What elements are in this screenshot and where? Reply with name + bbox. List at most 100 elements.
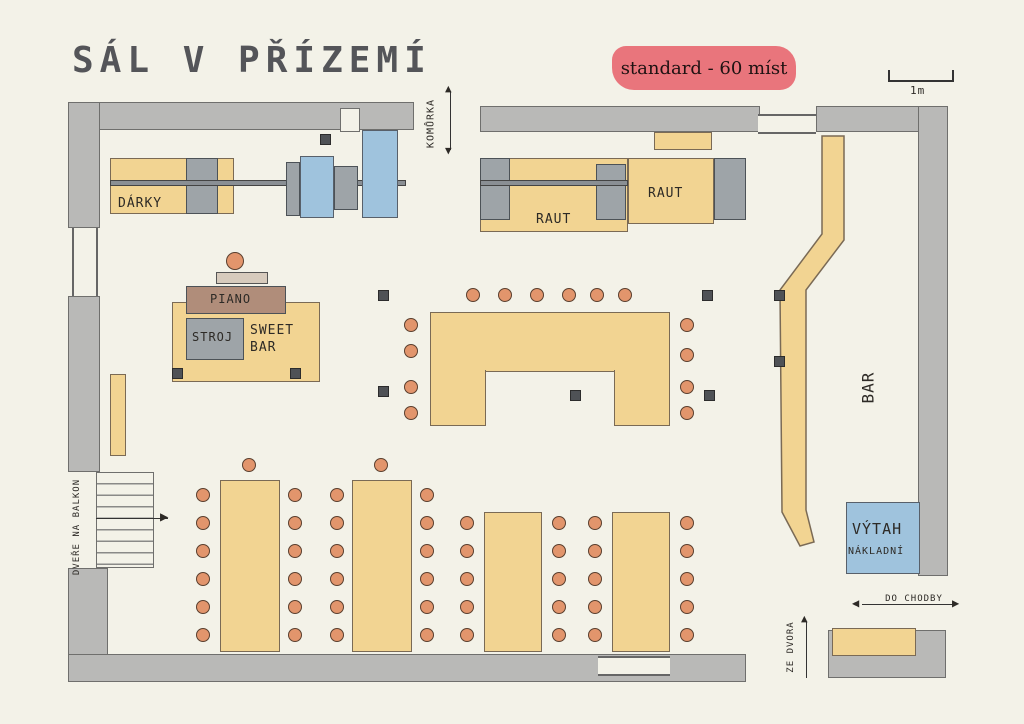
chair	[374, 458, 388, 472]
wall-notch	[340, 108, 360, 132]
chair	[680, 544, 694, 558]
chair	[680, 600, 694, 614]
chair	[330, 628, 344, 642]
chair	[420, 544, 434, 558]
chair	[618, 288, 632, 302]
head-table-left-wing	[430, 370, 486, 426]
chair	[590, 288, 604, 302]
label-vytah: VÝTAH	[852, 520, 903, 538]
chair	[404, 406, 418, 420]
chair	[404, 344, 418, 358]
chair	[196, 488, 210, 502]
chair	[562, 288, 576, 302]
chair	[588, 516, 602, 530]
chair	[288, 544, 302, 558]
display-case-2	[334, 166, 358, 210]
label-ze-dvora: ZE DVORA	[786, 621, 796, 673]
chair	[420, 628, 434, 642]
doorway-top	[758, 114, 816, 134]
chair	[680, 406, 694, 420]
corridor-arrow	[862, 604, 956, 605]
post-1	[320, 134, 331, 145]
chair	[460, 628, 474, 642]
chair	[404, 318, 418, 332]
doorway-bottom	[598, 656, 670, 676]
piano	[186, 286, 286, 314]
corridor-arrowhead-left: ◀	[852, 596, 861, 610]
chair	[460, 600, 474, 614]
guest-table-4	[612, 512, 670, 652]
chair	[330, 488, 344, 502]
piano-chair	[226, 252, 244, 270]
chair	[330, 544, 344, 558]
post-2	[172, 368, 183, 379]
machine	[186, 318, 244, 360]
post-10	[774, 356, 785, 367]
buffet-cabinet-3	[714, 158, 746, 220]
chair	[196, 516, 210, 530]
chair	[404, 380, 418, 394]
head-table	[430, 312, 670, 372]
chair	[196, 628, 210, 642]
post-4	[378, 290, 389, 301]
courtyard-arrow	[806, 622, 807, 678]
corridor-table	[832, 628, 916, 656]
chair	[420, 572, 434, 586]
buffet-cabinet-1	[480, 158, 510, 220]
chair	[196, 572, 210, 586]
chair	[196, 600, 210, 614]
piano-bench	[216, 272, 268, 284]
buffet-table-right	[628, 158, 714, 224]
chair	[288, 572, 302, 586]
post-5	[702, 290, 713, 301]
chair	[288, 600, 302, 614]
gift-cabinet	[186, 158, 218, 214]
chair	[680, 380, 694, 394]
chair	[680, 572, 694, 586]
wall-left-upper	[68, 102, 100, 228]
komurka-arrow	[450, 92, 451, 150]
post-6	[378, 386, 389, 397]
label-stroj: STROJ	[192, 330, 234, 344]
post-7	[570, 390, 581, 401]
display-post-1	[286, 162, 300, 216]
wall-left-middle	[68, 296, 100, 472]
chair	[288, 516, 302, 530]
chair	[288, 488, 302, 502]
chair	[588, 544, 602, 558]
chair	[242, 458, 256, 472]
chair	[552, 572, 566, 586]
chair	[680, 318, 694, 332]
label-darky: DÁRKY	[118, 196, 163, 211]
label-dvere-na-balkon: DVEŘE NA BALKON	[72, 478, 82, 576]
buffet-cabinet-2	[596, 164, 626, 220]
label-raut-right: RAUT	[648, 186, 684, 201]
head-table-right-wing	[614, 370, 670, 426]
label-bar: BAR	[858, 371, 878, 404]
buffet-rail	[480, 180, 628, 186]
chair	[588, 600, 602, 614]
window-left	[72, 228, 98, 296]
chair	[460, 516, 474, 530]
komurka-arrowhead-down: ▼	[445, 144, 453, 157]
guest-table-3	[484, 512, 542, 652]
corridor-arrowhead-right: ▶	[952, 596, 961, 610]
balcony-stairs	[96, 472, 154, 568]
label-nakladni: NÁKLADNÍ	[848, 546, 905, 557]
side-table-left	[110, 374, 126, 456]
display-case-1	[300, 156, 334, 218]
post-9	[774, 290, 785, 301]
map-title: SÁL V PŘÍZEMÍ	[72, 40, 432, 81]
wall-right	[918, 106, 948, 576]
label-sweet-bar: SWEET BAR	[250, 323, 295, 355]
chair	[530, 288, 544, 302]
chair	[460, 544, 474, 558]
chair	[420, 516, 434, 530]
chair	[498, 288, 512, 302]
chair	[680, 348, 694, 362]
chair	[330, 572, 344, 586]
guest-table-1	[220, 480, 280, 652]
chair	[330, 516, 344, 530]
label-do-chodby: DO CHODBY	[885, 594, 943, 604]
counter-rail	[110, 180, 406, 186]
